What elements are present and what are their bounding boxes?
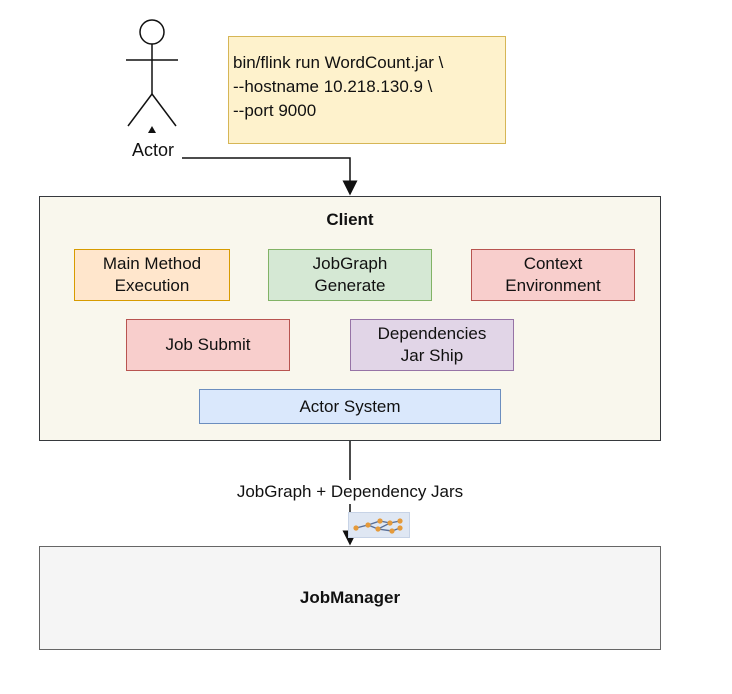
context-line-1: Context: [523, 254, 583, 273]
main-method-line-2: Execution: [114, 276, 190, 295]
context-line-2: Environment: [505, 276, 601, 295]
job-submit-box: Job Submit: [126, 319, 290, 371]
transfer-label: JobGraph + Dependency Jars: [150, 480, 550, 504]
client-title: Client: [326, 210, 374, 229]
jobmanager-box: JobManager: [39, 546, 661, 650]
actor-to-client-arrow: [182, 157, 358, 196]
main-method-line-1: Main Method: [102, 254, 202, 273]
command-line-3: --port 9000: [233, 101, 317, 120]
jobmanager-title: JobManager: [299, 588, 401, 607]
actor-label: Actor: [131, 140, 174, 160]
jobgraph-line-1: JobGraph: [312, 254, 388, 273]
job-graph-icon: [348, 512, 410, 538]
actor-caret-icon: [148, 126, 156, 133]
transfer-label-text: JobGraph + Dependency Jars: [232, 482, 468, 501]
context-environment-box: Context Environment: [471, 249, 635, 301]
jobgraph-line-2: Generate: [314, 276, 386, 295]
actor-system-box: Actor System: [199, 389, 501, 424]
main-method-execution-box: Main Method Execution: [74, 249, 230, 301]
jobgraph-generate-box: JobGraph Generate: [268, 249, 432, 301]
job-submit-line-1: Job Submit: [165, 335, 251, 354]
dependencies-line-1: Dependencies: [377, 324, 487, 343]
actor-system-line-1: Actor System: [299, 396, 401, 416]
command-note: bin/flink run WordCount.jar \ --hostname…: [228, 36, 506, 144]
dependencies-jar-ship-box: Dependencies Jar Ship: [350, 319, 514, 371]
actor-stick-figure-icon: [126, 19, 178, 127]
command-line-1: bin/flink run WordCount.jar \: [233, 53, 444, 72]
dependencies-line-2: Jar Ship: [400, 346, 464, 365]
command-line-2: --hostname 10.218.130.9 \: [233, 77, 433, 96]
